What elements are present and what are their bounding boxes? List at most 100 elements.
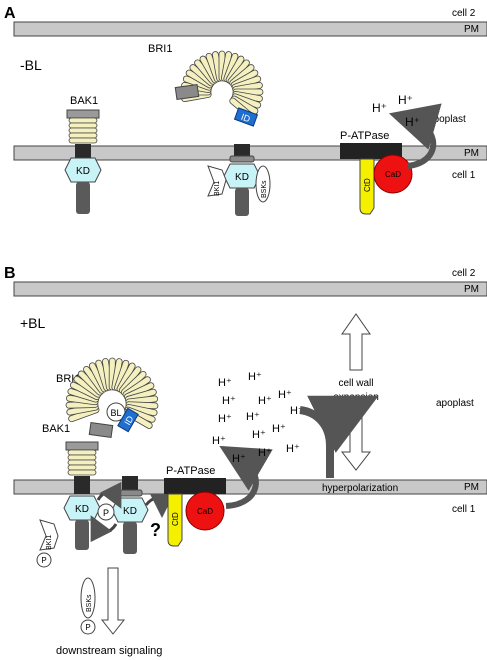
panel-b-bri1-kd-label: KD [123, 506, 137, 517]
panel-a-bri1-tm [234, 144, 250, 156]
panel-b-question-mark: ? [150, 520, 161, 540]
panel-a-bri1-kd-label: KD [235, 172, 249, 183]
panel-b-cell-wall-label-line2: expansion [333, 392, 379, 403]
panel-a-hplus-3: H⁺ [405, 115, 420, 129]
panel-a-bri1-label: BRI1 [148, 43, 172, 55]
panel-b-ctd-label: CtD [171, 512, 180, 526]
panel-b-bki1-p-label: P [41, 556, 46, 565]
panel-b-bak1: BAK1 KD [42, 423, 101, 550]
panel-a-bki1-shape [207, 165, 227, 197]
panel-b-bri1-cap [88, 421, 114, 439]
panel-b-hplus-10: H⁺ [252, 429, 266, 441]
panel-a-bri1: BRI1 ID KD BKI1 BSKs [148, 43, 271, 216]
panel-b-hplus-7: H⁺ [246, 411, 260, 423]
panel-b-top-membrane [13, 281, 487, 297]
panel-b-ctd-shape [167, 493, 183, 547]
panel-b-letter: B [4, 265, 16, 282]
panel-a-bak1-tm [75, 144, 91, 158]
panel-b-condition-label: +BL [20, 315, 46, 331]
panel-a-apoplast-label: apoplast [428, 114, 466, 125]
panel-a-ctd-shape [359, 158, 375, 215]
panel-b-expansion-arrow-up [341, 313, 371, 371]
panel-b-cad-label: CaD [197, 507, 213, 516]
panel-b-bki1-p [36, 552, 52, 568]
panel-b-phospho-p-label: P [103, 508, 109, 518]
panel-a-bri1-jm [229, 155, 255, 163]
panel-b-cell-wall-label-line1: cell wall [338, 378, 373, 389]
panel-a-ctd-label: CtD [363, 178, 372, 192]
panel-a-patpase: P-ATPase CtD CaD [340, 103, 442, 215]
panel-b-bri1-jm [117, 489, 143, 497]
panel-a-bak1-kd-label: KD [76, 166, 90, 177]
panel-b-expansion-arrow-down [340, 411, 372, 471]
panel-b-hyperpolarization-label: hyperpolarization [322, 483, 398, 494]
panel-a-pm-top-label: PM [464, 24, 479, 35]
panel-b-bsks-label: BSKs [86, 594, 93, 612]
panel-b-hplus-5: H⁺ [278, 389, 292, 401]
panel-a-cell-top-label: cell 2 [452, 8, 476, 19]
panel-b-hplus-4: H⁺ [258, 395, 272, 407]
panel-b-bsks-p-label: P [85, 623, 90, 632]
panel-b-hplus-1: H⁺ [218, 377, 232, 389]
panel-b-bl-label: BL [110, 408, 121, 418]
panel-b-downstream-label: downstream signaling [56, 645, 162, 657]
panel-a: A cell 2 PM -BL apoplast PM cell 1 BAK1 … [4, 5, 487, 216]
panel-b-pm-bottom-label: PM [464, 482, 479, 493]
panel-a-top-membrane [13, 21, 487, 37]
panel-b-bsks-shape [80, 577, 96, 619]
panel-b-hplus-6: H⁺ [218, 413, 232, 425]
panel-b-apoplast-label: apoplast [436, 398, 474, 409]
panel-b-hplus-12: H⁺ [232, 453, 246, 465]
panel-b-bki1-label: BKI1 [46, 535, 53, 550]
panel-a-bak1-tail [76, 182, 90, 214]
panel-a-bri1-id-label: ID [240, 112, 252, 125]
panel-a-condition-label: -BL [20, 57, 42, 73]
panel-b-transphos-arrow-bottom [90, 515, 118, 543]
panel-b-cad-shape [185, 491, 225, 531]
panel-a-bki1-label: BKI1 [214, 181, 221, 196]
panel-b-bak1-tm [74, 476, 90, 494]
panel-b-hplus-9: H⁺ [212, 435, 226, 447]
panel-a-patpase-label: P-ATPase [340, 130, 389, 142]
panel-a-cell-bottom-label: cell 1 [452, 170, 476, 181]
panel-a-proton-arrow [388, 103, 442, 169]
panel-b-bri1-id: ID [117, 407, 139, 433]
panel-a-letter: A [4, 5, 16, 22]
panel-b-bak1-tail [75, 520, 89, 550]
panel-b-proton-arrow [219, 445, 273, 509]
panel-b-bri1-tail [123, 522, 137, 554]
panel-a-cad-shape [373, 154, 413, 194]
panel-b-signal-fork-right [307, 395, 379, 453]
panel-b-patpase-label: P-ATPase [166, 465, 215, 477]
panel-a-bak1-coil [68, 117, 98, 144]
panel-b-hplus-13: H⁺ [258, 447, 272, 459]
panel-a-bri1-coil [180, 50, 264, 120]
panel-b-bak1-cap [65, 441, 99, 451]
panel-b: B cell 2 PM +BL apoplast PM hyperpolariz… [4, 265, 487, 657]
panel-b-cell-top-label: cell 2 [452, 268, 476, 279]
panel-a-hplus-2: H⁺ [398, 93, 413, 107]
panel-b-bak1-coil [67, 449, 97, 476]
panel-b-activation-arrow [144, 493, 174, 518]
panel-a-bak1-cap [66, 109, 100, 119]
panel-b-bri1-tm [122, 476, 138, 490]
panel-b-bl-ligand [106, 402, 126, 422]
panel-a-bak1-kd-hexagon [64, 157, 102, 183]
panel-a-patpase-tm [340, 143, 402, 159]
panel-b-bak1-kd-label: KD [75, 504, 89, 515]
panel-b-bki1-shape [39, 519, 59, 551]
panel-a-bri1-cap [174, 83, 200, 101]
panel-b-hplus-11: H⁺ [272, 423, 286, 435]
panel-a-hplus-1: H⁺ [372, 101, 387, 115]
panel-b-downstream-arrow [100, 567, 126, 635]
panel-b-patpase: P-ATPase CtD CaD [164, 445, 273, 547]
panel-b-hplus-3: H⁺ [222, 395, 236, 407]
panel-b-hplus-2: H⁺ [248, 371, 262, 383]
panel-a-bak1-label: BAK1 [70, 95, 98, 107]
panel-a-bsks-shape [255, 165, 271, 203]
panel-a-pm-bottom-label: PM [464, 148, 479, 159]
panel-b-transphos-arrow-top [96, 481, 122, 509]
panel-a-bsks-label: BSKs [261, 180, 268, 198]
panel-a-bri1-tail [235, 188, 249, 216]
